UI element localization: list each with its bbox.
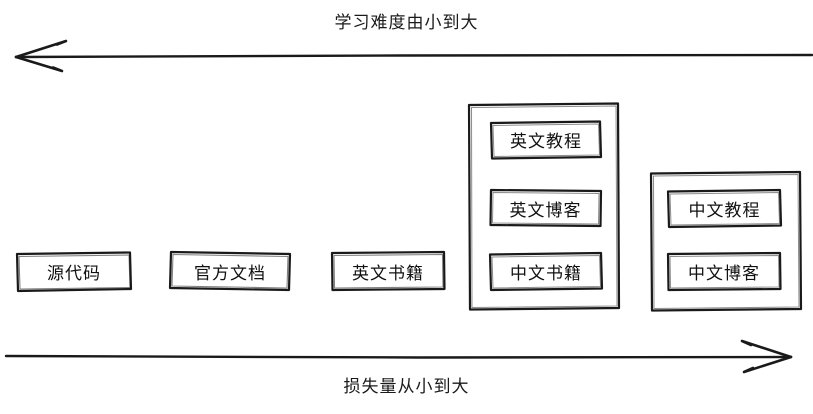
top-axis-arrow: [14, 39, 813, 73]
group-outline-5: [649, 170, 803, 312]
node-chinese-tutorials[interactable]: 中文教程: [688, 201, 761, 221]
box-outline-chinese-tutorials: [666, 188, 783, 229]
node-english-blogs[interactable]: 英文博客: [509, 200, 582, 221]
box-outline-chinese-blogs: [666, 251, 782, 292]
box-outline-english-blogs: [489, 188, 603, 228]
top-axis-label: 学习难度由小到大: [334, 13, 479, 33]
box-outline-english-books: [330, 250, 446, 292]
group-outline-4: [467, 102, 621, 311]
node-source-code[interactable]: 源代码: [47, 264, 101, 284]
node-official-docs[interactable]: 官方文档: [194, 263, 266, 284]
box-outline-official-docs: [168, 250, 292, 292]
node-english-books[interactable]: 英文书籍: [352, 263, 424, 284]
box-outline-chinese-books: [488, 251, 604, 292]
node-english-tutorials[interactable]: 英文教程: [510, 132, 582, 152]
node-chinese-books[interactable]: 中文书籍: [510, 264, 582, 284]
bottom-axis-arrow: [4, 339, 793, 374]
box-outline-source-code: [15, 251, 133, 293]
bottom-axis-label: 损失量从小到大: [343, 377, 470, 397]
node-chinese-blogs[interactable]: 中文博客: [688, 264, 760, 284]
box-outline-english-tutorials: [489, 120, 603, 160]
